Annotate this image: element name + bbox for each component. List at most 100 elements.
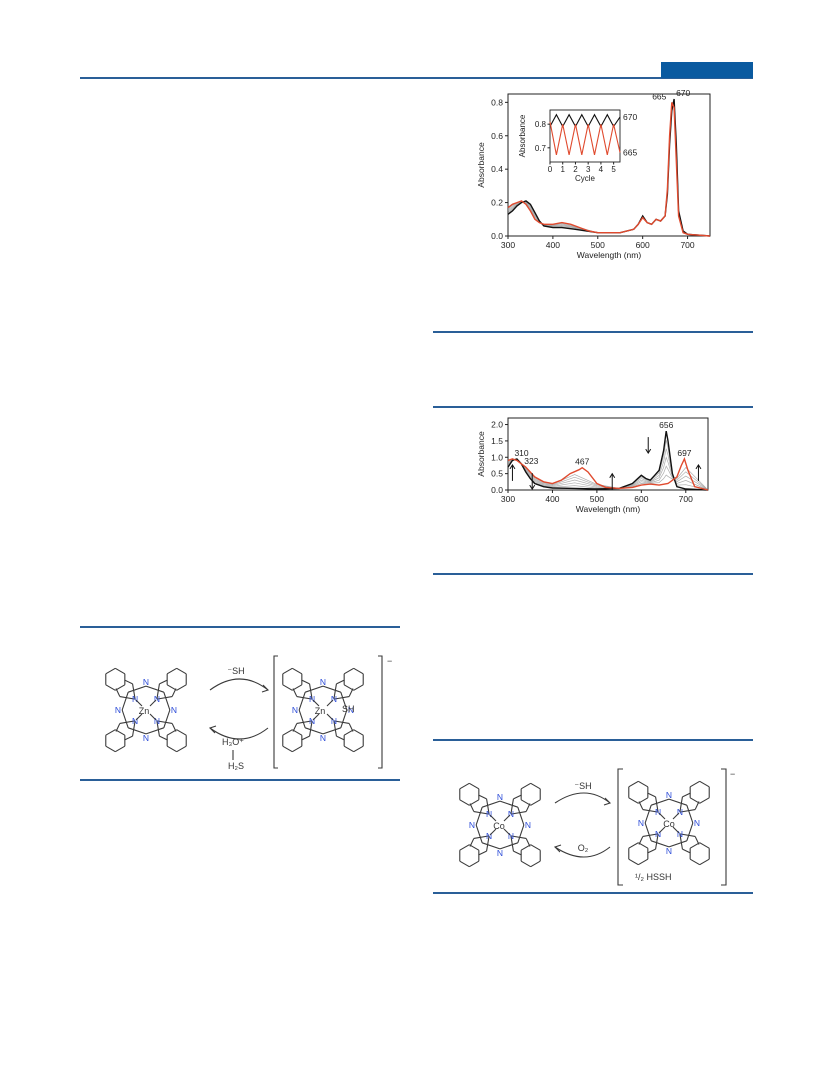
trend-arrowhead <box>645 448 652 455</box>
intermediate-trace <box>507 448 709 491</box>
nitrogen-label: N <box>655 807 661 817</box>
bond <box>353 684 364 691</box>
y-tick-label: 0.0 <box>491 231 503 241</box>
bond <box>510 835 527 839</box>
metal-label: Zn <box>139 706 150 716</box>
bond <box>115 745 126 753</box>
bond <box>121 692 129 711</box>
bond <box>513 850 522 856</box>
bond <box>119 696 136 700</box>
trend-arrowhead <box>529 484 536 491</box>
peak-label: 323 <box>524 456 538 466</box>
bond <box>333 696 350 700</box>
bond <box>473 811 490 815</box>
inset-series-line <box>549 113 621 128</box>
bond <box>699 797 710 804</box>
bond <box>628 797 639 804</box>
bond <box>292 745 303 753</box>
y-tick-label: 0.8 <box>491 97 503 107</box>
bond <box>333 720 337 737</box>
bond <box>686 822 694 841</box>
bond <box>644 822 652 841</box>
peak-label: 670 <box>676 88 690 98</box>
nitrogen-label: N <box>348 705 354 715</box>
nitrogen-label: N <box>497 792 503 802</box>
bond <box>149 713 157 721</box>
forward-arrowhead <box>261 684 270 693</box>
bond <box>340 692 348 711</box>
bond <box>459 860 470 868</box>
inset-x-tick-label: 4 <box>599 165 604 174</box>
inset-y-axis-label: Absorbance <box>518 114 527 157</box>
bond <box>482 842 501 850</box>
bond <box>520 782 531 790</box>
bond <box>655 833 659 850</box>
bond <box>176 667 187 675</box>
nitrogen-label: N <box>143 733 149 743</box>
peak-label: 697 <box>677 448 691 458</box>
nitrogen-label: N <box>309 716 315 726</box>
bond <box>647 848 656 854</box>
bond <box>658 826 666 834</box>
bond <box>326 699 334 707</box>
nitrogen-label: N <box>497 848 503 858</box>
bond <box>353 667 364 675</box>
bond <box>628 858 639 866</box>
bond <box>119 720 136 724</box>
series-line <box>507 456 709 491</box>
nitrogen-label: N <box>508 831 514 841</box>
figure-rule <box>433 892 753 894</box>
inset-x-tick-label: 0 <box>548 165 553 174</box>
bond <box>679 833 683 850</box>
nitrogen-label: N <box>143 677 149 687</box>
bond <box>105 729 116 736</box>
bond <box>525 838 531 847</box>
x-tick-label: 400 <box>546 240 560 250</box>
bond <box>489 828 497 836</box>
bond <box>510 811 527 815</box>
bond <box>459 782 470 790</box>
bond <box>301 735 310 741</box>
bond <box>638 780 649 788</box>
charge-label: − <box>730 769 735 779</box>
header-rule <box>80 77 753 79</box>
bond <box>333 720 350 724</box>
nitrogen-label: N <box>666 846 672 856</box>
bond <box>309 683 313 700</box>
inset-series-line <box>549 121 621 156</box>
bond <box>672 812 680 820</box>
bond <box>459 844 470 851</box>
reverse-arrow <box>209 727 269 740</box>
bond <box>156 720 160 737</box>
nitrogen-label: N <box>154 694 160 704</box>
reagent-hydronium: H₃O⁺ <box>222 737 244 747</box>
x-axis-label: Wavelength (nm) <box>577 250 642 260</box>
forward-arrow <box>554 792 611 804</box>
bond <box>171 723 177 732</box>
bond <box>469 803 475 812</box>
bond <box>699 780 710 788</box>
bond <box>482 800 501 808</box>
trend-arrowhead <box>509 463 516 470</box>
x-tick-label: 700 <box>680 240 694 250</box>
nitrogen-label: N <box>677 807 683 817</box>
bond <box>322 685 341 693</box>
bond <box>128 727 147 735</box>
peak-label: 665 <box>652 91 666 101</box>
bond <box>503 814 511 822</box>
bond <box>135 699 143 707</box>
bond <box>651 840 670 848</box>
bond <box>679 796 683 813</box>
bond <box>176 684 187 691</box>
series-line <box>507 102 711 237</box>
bond <box>292 723 298 732</box>
bond <box>699 842 710 849</box>
bond <box>628 842 639 849</box>
bond <box>682 792 691 798</box>
x-tick-label: 600 <box>634 494 648 504</box>
nitrogen-label: N <box>292 705 298 715</box>
